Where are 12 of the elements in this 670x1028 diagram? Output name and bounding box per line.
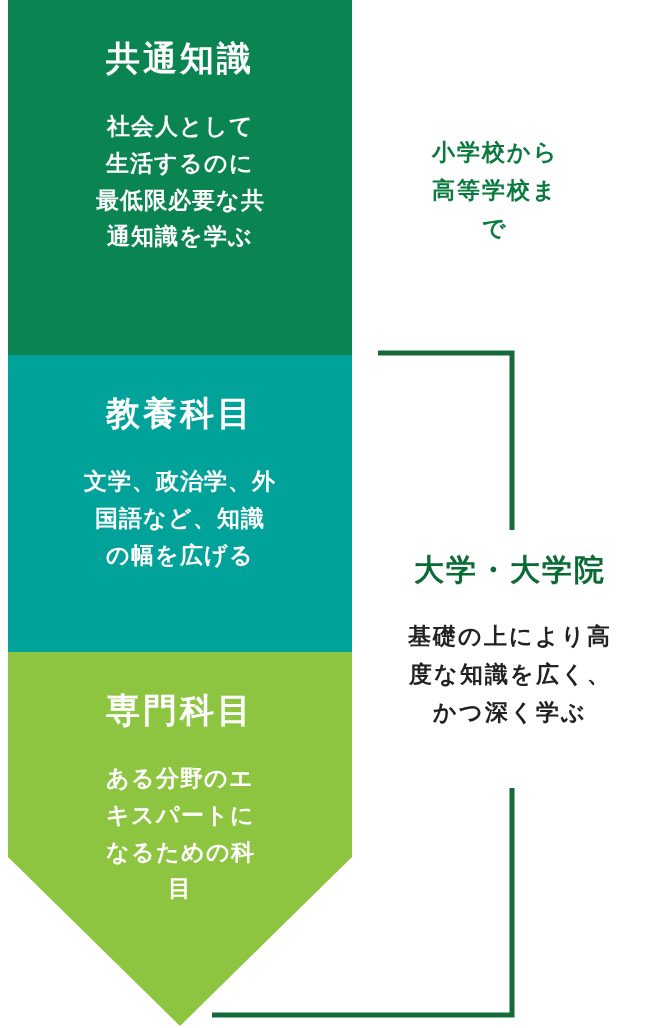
band-box <box>8 0 352 355</box>
stage-description: 基礎の上により高度な知識を広く、かつ深く学ぶ <box>407 622 613 727</box>
band-heading: 教養科目 <box>106 392 254 435</box>
band-description: ある分野のエキスパートになるための科目 <box>104 764 256 904</box>
chevron-band <box>8 652 352 1026</box>
band-box <box>8 355 352 652</box>
band-description: 文学、政治学、外国語など、知識の幅を広げる <box>83 467 277 570</box>
band-description: 社会人として生活するのに最低限必要な共通知識を学ぶ <box>94 112 266 252</box>
band-heading: 専門科目 <box>106 689 254 732</box>
stage-heading: 大学・大学院 <box>413 551 607 589</box>
band-heading: 共通知識 <box>106 37 254 80</box>
stage-note: 小学校から高等学校まで <box>430 138 560 243</box>
